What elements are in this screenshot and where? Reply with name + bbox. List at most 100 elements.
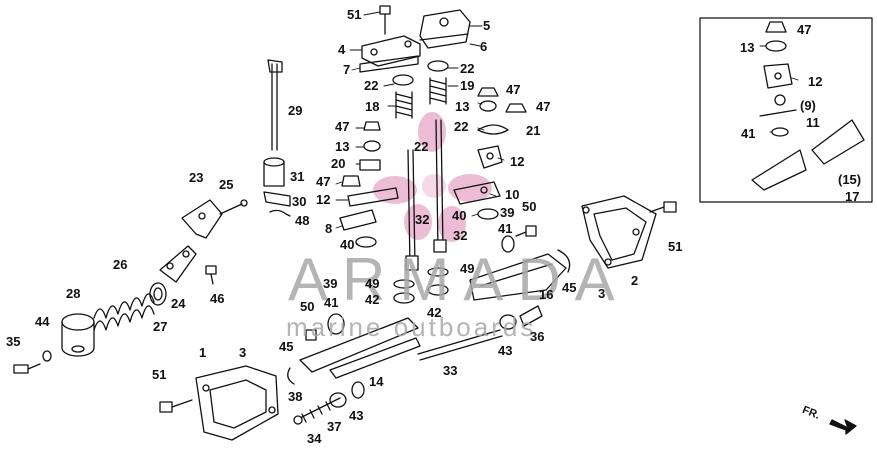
cap-5-6: [419, 9, 471, 49]
part-label-47-d: 47: [316, 174, 331, 189]
washer-43-lower: [351, 381, 365, 399]
part-label-22-d: 22: [414, 139, 429, 154]
part-label-41-b: 41: [324, 295, 339, 310]
part-label-51-top: 51: [347, 7, 362, 22]
part-label-51-right: 51: [668, 239, 683, 254]
nut-47-a: [477, 87, 499, 97]
part-label-16: 16: [539, 287, 554, 302]
part-label-1: 1: [199, 345, 207, 360]
part-label-46: 46: [210, 291, 225, 306]
shaft-32-right: [433, 119, 447, 253]
shaft-32-left: [405, 149, 419, 271]
part-label-32-b: 32: [453, 228, 468, 243]
part-label-3-left: 3: [239, 345, 247, 360]
screw-34: [293, 397, 341, 425]
inset-ring-13: [765, 40, 787, 52]
inset-nut-47: [765, 21, 787, 33]
housing-2-3: [581, 195, 657, 269]
part-label-3-right: 3: [598, 286, 606, 301]
watermark-brand: ARMADA: [288, 246, 629, 313]
bolt-51-top: [379, 5, 391, 35]
watermark-logo-flower: [373, 112, 492, 242]
clip-45-right: [557, 249, 571, 273]
part-label-39-a: 39: [500, 205, 515, 220]
part-label-41-a: 41: [498, 221, 513, 236]
clip-45-left: [287, 367, 295, 385]
bolt-50-left: [305, 329, 317, 341]
part-label-39-b: 39: [323, 276, 338, 291]
bolt-35: [13, 363, 41, 374]
part-label-21: 21: [526, 123, 541, 138]
part-label-42-a: 42: [365, 292, 380, 307]
arm-14: [299, 317, 421, 379]
part-label-13-b: 13: [335, 139, 350, 154]
part-label-6: 6: [480, 39, 488, 54]
link-30: [263, 191, 291, 207]
inset-ball-9: [759, 94, 797, 117]
lever-8: [339, 209, 377, 231]
spring-clip-21: [477, 124, 509, 135]
spacer-41: [501, 235, 515, 253]
part-label-50-a: 50: [522, 199, 537, 214]
plate-7: [359, 55, 419, 73]
spring-26: [93, 293, 155, 331]
part-label-34: 34: [307, 431, 322, 446]
seal-22-top-right: [427, 60, 449, 72]
part-label-40-b: 40: [340, 237, 355, 252]
leader-lines: [335, 11, 799, 245]
part-label-37: 37: [327, 419, 342, 434]
arm-10: [453, 181, 501, 205]
collar-27: [149, 282, 167, 306]
part-label-22-b: 22: [364, 78, 379, 93]
inset-label-11: 11: [806, 115, 820, 130]
part-label-43-center: 43: [498, 343, 513, 358]
part-label-28: 28: [66, 286, 81, 301]
inset-label-17: 17: [845, 189, 860, 204]
part-label-43-lower: 43: [349, 408, 364, 423]
part-label-5: 5: [483, 18, 491, 33]
cover-1-3-lower: [195, 365, 279, 441]
arm-12-b: [347, 187, 399, 207]
part-label-47-a: 47: [506, 82, 521, 97]
part-label-32-a: 32: [415, 212, 430, 227]
part-label-14: 14: [369, 374, 384, 389]
bevel-gear-16: [469, 253, 567, 301]
shift-rod-29: [267, 59, 283, 151]
bolt-51-right: [649, 201, 677, 213]
ring-13-a: [479, 100, 497, 112]
inset-label-13: 13: [740, 40, 755, 55]
washer-41-left: [327, 313, 345, 335]
lever-23: [181, 199, 223, 239]
bushing-28: [61, 313, 95, 357]
part-label-36: 36: [530, 329, 545, 344]
shaft-33: [417, 329, 503, 361]
part-label-24: 24: [171, 296, 186, 311]
part-label-25: 25: [219, 177, 234, 192]
screw-46: [205, 265, 217, 285]
bolt-51-lower: [159, 399, 193, 413]
part-label-12-a: 12: [510, 154, 525, 169]
part-label-51-lower: 51: [152, 367, 167, 382]
nut-47-c: [363, 121, 381, 131]
part-label-29: 29: [288, 103, 303, 118]
bushing-31: [263, 157, 285, 187]
clip-48: [269, 209, 291, 217]
part-label-2: 2: [631, 273, 639, 288]
part-label-48: 48: [295, 213, 310, 228]
nut-47-d: [341, 175, 361, 187]
inset-label-41: 41: [741, 126, 756, 141]
part-label-35: 35: [6, 334, 21, 349]
part-label-50-b: 50: [300, 299, 315, 314]
watermark-tagline: marine outboards: [286, 312, 537, 342]
part-label-42-b: 42: [427, 305, 442, 320]
washers-49-42: [393, 267, 449, 304]
part-label-31: 31: [290, 169, 305, 184]
part-label-26: 26: [113, 257, 128, 272]
part-label-45-right: 45: [562, 280, 577, 295]
spring-18: [395, 91, 413, 119]
part-label-7: 7: [343, 62, 351, 77]
part-label-47-c: 47: [335, 119, 350, 134]
part-label-22-a: 22: [460, 61, 475, 76]
bracket-24: [159, 245, 197, 283]
